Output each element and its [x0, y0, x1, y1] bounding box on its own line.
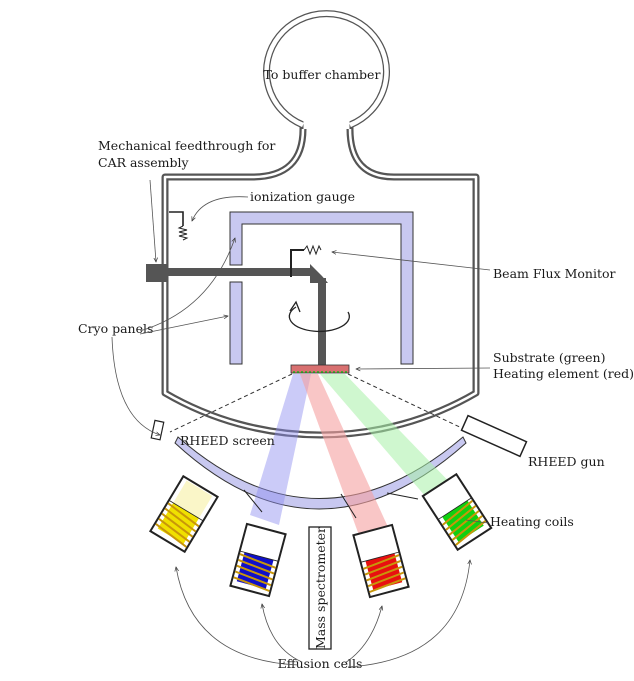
beam-flux-monitor-label: Beam Flux Monitor	[493, 266, 616, 281]
main-chamber	[161, 128, 480, 439]
rheed-beam-path	[169, 373, 467, 433]
cryo-shroud-bottom	[174, 436, 467, 510]
rheed-gun-label: RHEED gun	[528, 454, 605, 469]
effusion-cell-blue	[229, 522, 287, 598]
feedthrough-label-line1: Mechanical feedthrough for	[98, 138, 275, 153]
heating-element-label: Heating element (red)	[493, 366, 634, 381]
shutters	[243, 489, 419, 519]
rheed-screen-label: RHEED screen	[180, 433, 275, 448]
leader-lines	[111, 179, 491, 668]
substrate-heater	[290, 364, 350, 374]
cryo-panels-label: Cryo panels	[78, 321, 153, 336]
manipulator-rod	[318, 278, 326, 366]
effusion-cell-red	[352, 523, 410, 599]
car-assembly	[146, 264, 350, 374]
beam-flux-monitor	[290, 244, 322, 277]
effusion-cells-label: Effusion cells	[278, 656, 363, 671]
heating-coils-label: Heating coils	[490, 514, 574, 529]
effusion-cell-yellow	[149, 474, 219, 554]
buffer-chamber-label: To buffer chamber	[264, 67, 381, 82]
feedthrough-block	[146, 264, 168, 282]
mass-spectrometer: Mass spectrometer	[308, 526, 332, 650]
green-beam	[320, 374, 462, 511]
buffer-chamber: To buffer chamber	[263, 10, 390, 134]
red-beam	[300, 374, 388, 538]
substrate-label: Substrate (green)	[493, 350, 605, 365]
effusion-cell-green	[421, 472, 493, 552]
molecular-beams	[250, 374, 462, 538]
blue-beam	[250, 374, 311, 525]
ionization-gauge	[169, 211, 189, 241]
feedthrough-label-line2: CAR assembly	[98, 155, 190, 170]
ionization-gauge-label: ionization gauge	[250, 189, 355, 204]
rheed-gun	[460, 414, 528, 458]
mass-spectrometer-label: Mass spectrometer	[313, 527, 328, 649]
cryo-panels	[229, 211, 414, 365]
rotation-arrow	[288, 300, 350, 333]
feedthrough-shaft	[168, 268, 311, 276]
rheed-screen	[150, 419, 165, 441]
